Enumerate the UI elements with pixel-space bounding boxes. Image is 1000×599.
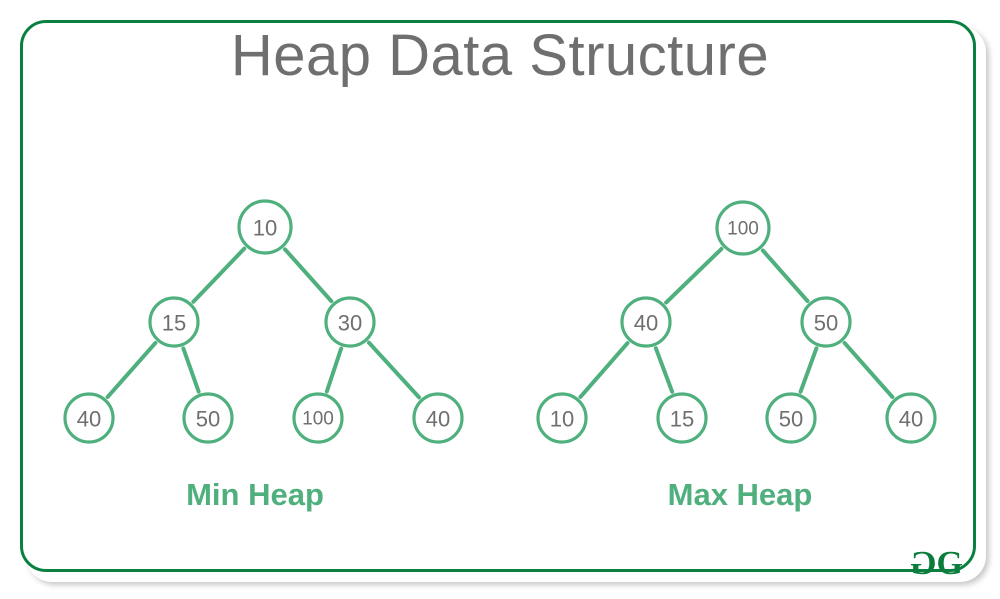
tree-edge xyxy=(105,340,158,400)
tree-node-circle xyxy=(656,392,708,444)
tree-node-value: 30 xyxy=(338,311,362,336)
tree-edge xyxy=(366,340,422,400)
tree-node-value: 10 xyxy=(550,407,574,432)
tree-edge xyxy=(653,346,675,394)
tree-edge xyxy=(664,246,724,305)
tree-node-value: 50 xyxy=(196,407,220,432)
tree-edge xyxy=(798,346,819,394)
tree-node-circle xyxy=(324,296,376,348)
tree-node-circle xyxy=(620,296,672,348)
tree-node-circle xyxy=(148,296,200,348)
content-frame xyxy=(20,20,976,572)
tree-node-circle xyxy=(800,296,852,348)
tree-node-circle xyxy=(536,392,588,444)
tree-node-value: 40 xyxy=(77,407,101,432)
tree-node-circle xyxy=(715,200,771,256)
tree-node-value: 15 xyxy=(670,407,694,432)
geeksforgeeks-logo: GG xyxy=(911,545,963,582)
tree-node-value: 10 xyxy=(253,216,277,241)
tree-node-circle xyxy=(885,392,937,444)
tree-node-circle xyxy=(63,392,115,444)
tree-node-value: 50 xyxy=(814,311,838,336)
page-title: Heap Data Structure xyxy=(230,23,770,88)
tree-edge xyxy=(578,341,630,399)
tree-edge xyxy=(324,346,344,394)
tree-node-value: 15 xyxy=(162,311,186,336)
tree-node-circle xyxy=(182,392,234,444)
tree-node-value: 100 xyxy=(727,219,759,240)
tree-node-value: 50 xyxy=(779,407,803,432)
logo-letter-right: G xyxy=(936,545,963,582)
tree-edge xyxy=(181,346,201,394)
tree-node-value: 40 xyxy=(426,407,450,432)
tree-node-circle xyxy=(765,392,817,444)
logo-letter-left: G xyxy=(911,545,937,582)
tree-node-value: 100 xyxy=(302,409,334,430)
tree-node-value: 40 xyxy=(634,311,658,336)
min-heap-group: 10 15 30 40 50 100 40 xyxy=(63,199,464,444)
tree-node-circle xyxy=(412,392,464,444)
max-heap-caption: Max Heap xyxy=(667,477,813,512)
tree-edge xyxy=(191,246,247,304)
tree-edge xyxy=(283,247,334,304)
max-heap-group: 100 40 50 10 15 50 40 xyxy=(536,200,937,444)
min-heap-caption: Min Heap xyxy=(186,477,324,512)
tree-node-circle xyxy=(292,392,344,444)
tree-edge xyxy=(842,340,895,400)
tree-edge xyxy=(760,248,810,304)
tree-node-circle xyxy=(237,199,293,255)
tree-node-value: 40 xyxy=(899,407,923,432)
